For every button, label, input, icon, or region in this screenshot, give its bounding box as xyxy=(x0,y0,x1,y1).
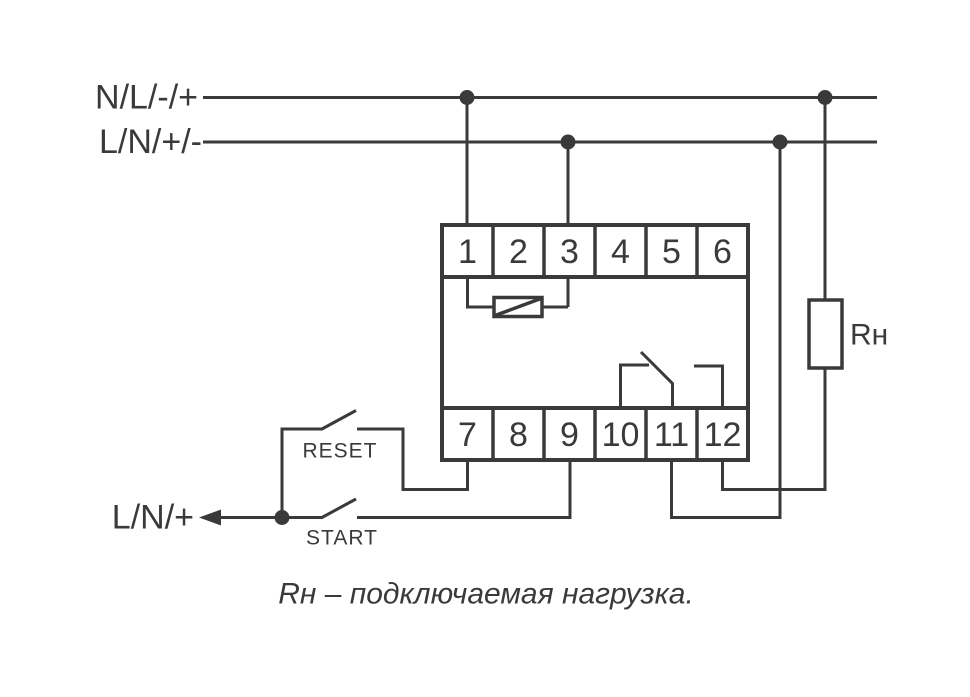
terminal-label-3: 3 xyxy=(560,233,579,271)
wire-terminal12-run xyxy=(721,458,827,491)
terminal-separators-top xyxy=(491,225,699,277)
contact-fixed-terminal10 xyxy=(619,363,649,410)
terminal-label-2: 2 xyxy=(509,233,528,271)
terminal-label-6: 6 xyxy=(713,233,732,271)
terminal-label-7: 7 xyxy=(458,416,477,454)
power-bus-lines: N/L/-/+ L/N/+/- xyxy=(95,79,877,161)
junction-dot xyxy=(772,134,788,150)
contact-blade-terminal11 xyxy=(639,350,674,410)
start-branch: L/N/+ START xyxy=(112,458,572,550)
bus-return-label: L/N/+ xyxy=(112,499,194,537)
relay-contact-symbol xyxy=(619,350,724,410)
caption: Rн – подключаемая нагрузка. xyxy=(278,578,694,611)
arrow-left-icon xyxy=(199,509,221,526)
terminal-separators-bottom xyxy=(491,408,699,460)
terminal-label-9: 9 xyxy=(560,416,579,454)
terminal-label-5: 5 xyxy=(662,233,681,271)
reset-switch-blade xyxy=(320,409,357,431)
coil-wire xyxy=(466,277,570,309)
supply-feed-wires xyxy=(465,97,570,226)
junction-dot xyxy=(459,90,475,105)
junction-dots xyxy=(274,90,833,525)
bus-line2-label: L/N/+/- xyxy=(99,123,202,161)
load-label: Rн xyxy=(850,319,888,352)
junction-dot xyxy=(817,90,833,105)
coil-symbol xyxy=(466,277,570,319)
wire-reset-to-start-line xyxy=(280,427,322,518)
junction-dot xyxy=(560,134,576,150)
wire-start-to-terminal9 xyxy=(357,458,572,519)
terminal-label-8: 8 xyxy=(509,416,528,454)
load-branch: Rн xyxy=(670,97,888,519)
load-resistor xyxy=(807,298,844,370)
reset-branch: RESET xyxy=(280,409,469,518)
coil-box xyxy=(492,295,544,319)
terminal-label-10: 10 xyxy=(602,416,640,454)
device-body xyxy=(440,275,750,410)
wire-terminal7-to-reset xyxy=(357,427,469,491)
start-switch-blade xyxy=(320,497,357,520)
bus-line1-label: N/L/-/+ xyxy=(95,79,198,117)
terminal-label-11: 11 xyxy=(654,416,689,454)
reset-switch-label: RESET xyxy=(302,440,377,463)
terminal-label-1: 1 xyxy=(458,233,477,271)
coil-diagonal xyxy=(494,296,542,318)
wire-line2-to-terminal11 xyxy=(670,142,782,519)
contact-fixed-terminal12 xyxy=(694,364,724,410)
terminal-label-4: 4 xyxy=(611,233,630,271)
terminal-label-12: 12 xyxy=(704,416,742,454)
junction-dot xyxy=(274,510,290,525)
start-switch-label: START xyxy=(306,527,378,550)
device: 1 2 3 4 5 6 7 8 9 10 11 12 xyxy=(440,223,750,462)
